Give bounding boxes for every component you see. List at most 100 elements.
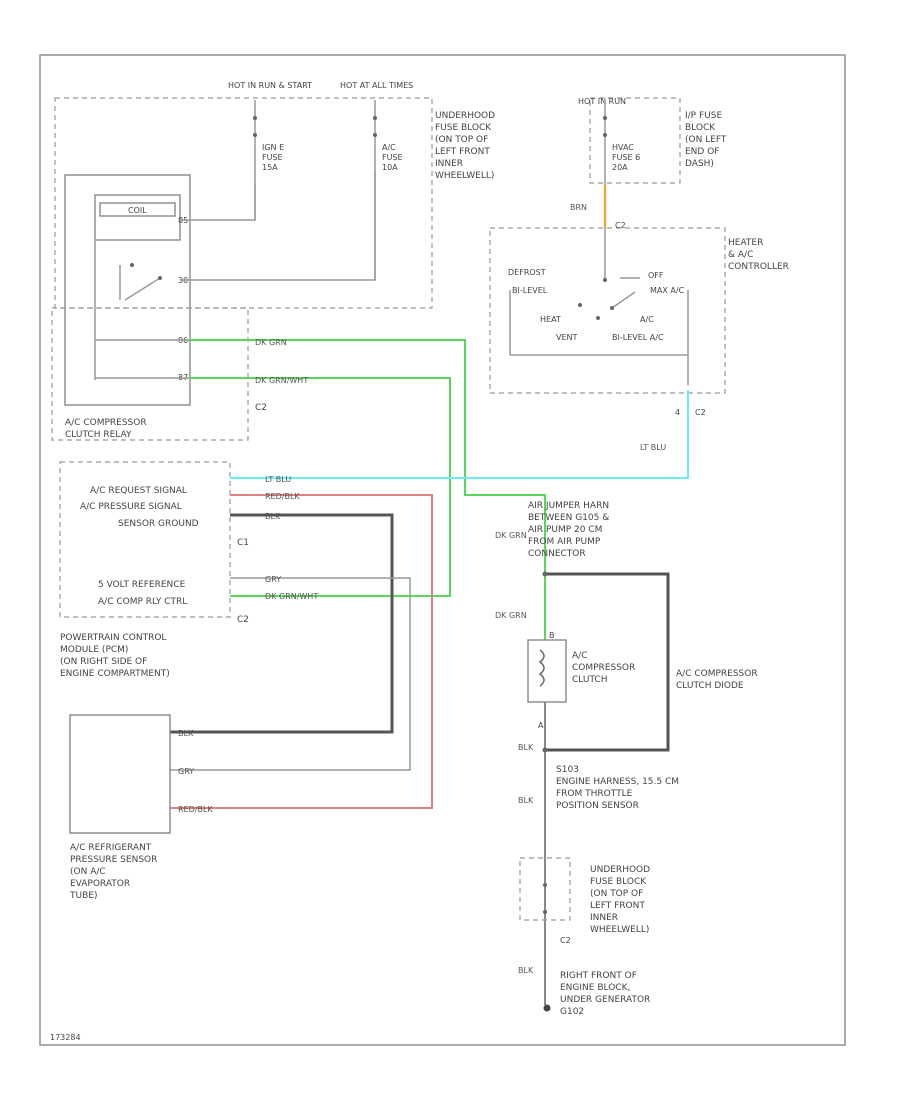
- gnd-loc-line2: ENGINE BLOCK,: [560, 983, 630, 993]
- wire-label-redblk-sensor: RED/BLK: [178, 805, 213, 814]
- heater-label-line1: HEATER: [728, 238, 763, 248]
- heater-pos-ac: A/C: [640, 315, 654, 324]
- relay-dashed-area: [51, 307, 249, 441]
- wire-label-redblk-pcm: RED/BLK: [265, 492, 300, 501]
- wire-label-gry-sensor: GRY: [178, 767, 194, 776]
- heater-pos-off: OFF: [648, 271, 664, 280]
- fuse-ac-line1: A/C: [382, 143, 396, 152]
- pcm-signal-pressure: A/C PRESSURE SIGNAL: [80, 502, 182, 512]
- ip-fuse-line5: DASH): [685, 159, 714, 169]
- sensor-label-line4: EVAPORATOR: [70, 879, 130, 889]
- clutch-pin-a: A: [538, 721, 544, 730]
- underhood-top-line3: (ON TOP OF: [435, 135, 488, 145]
- diagram-id: 173284: [50, 1033, 81, 1042]
- heater-pos-bilevel-ac: BI-LEVEL A/C: [612, 333, 664, 342]
- heater-pos-bilevel: BI-LEVEL: [512, 286, 548, 295]
- wire-label-dkgrn-lower: DK GRN: [495, 611, 527, 620]
- pcm-label-line4: ENGINE COMPARTMENT): [60, 669, 170, 679]
- jumper-line5: CONNECTOR: [528, 549, 586, 559]
- s103-line3: FROM THROTTLE: [556, 789, 633, 799]
- hot-at-all-times-label: HOT AT ALL TIMES: [340, 81, 413, 90]
- wire-label-dkgrn-upper: DK GRN: [495, 531, 527, 540]
- wire-dk-grn: [190, 339, 546, 640]
- wire-gry: [170, 577, 411, 771]
- wire-label-blk-3: BLK: [518, 966, 534, 975]
- pcm-conn-c2: C2: [237, 615, 249, 625]
- heater-pos-vent: VENT: [556, 333, 578, 342]
- clutch-coil-symbol: [538, 649, 545, 687]
- fuse-ign-line2: FUSE: [262, 153, 283, 162]
- gnd-loc-line1: RIGHT FRONT OF: [560, 971, 637, 981]
- pcm-label-line3: (ON RIGHT SIDE OF: [60, 657, 147, 667]
- wire-label-dkgrn-wht-pcm: DK GRN/WHT: [265, 592, 318, 601]
- fuse-hvac-line2: FUSE 6: [612, 153, 640, 162]
- relay-label-line1: A/C COMPRESSOR: [65, 418, 147, 428]
- heater-pin-out: 4: [675, 408, 680, 417]
- gnd-loc-line3: UNDER GENERATOR: [560, 995, 650, 1005]
- fuse-hvac-line1: HVAC: [612, 143, 634, 152]
- jumper-line2: BETWEEN G105 &: [528, 513, 609, 523]
- wire-label-blk-1: BLK: [518, 743, 534, 752]
- heater-switch-blade: [611, 291, 636, 309]
- ip-fuse-line2: BLOCK: [685, 123, 716, 133]
- wire-label-gry-pcm: GRY: [265, 575, 281, 584]
- fuse-ac-line2: FUSE: [382, 153, 403, 162]
- sensor-label-line3: (ON A/C: [70, 867, 106, 877]
- relay-coil-label: COIL: [128, 206, 147, 215]
- wire-label-blk-pcm: BLK: [265, 512, 281, 521]
- wire-label-blk-2: BLK: [518, 796, 534, 805]
- fuse-ign-line3: 15A: [262, 163, 278, 172]
- ip-fuse-line4: END OF: [685, 147, 719, 157]
- heater-ac-controller: [489, 227, 726, 394]
- gnd-underhood-line5: INNER: [590, 913, 618, 923]
- ip-fuse-block: [589, 97, 681, 184]
- underhood-top-line2: FUSE BLOCK: [435, 123, 492, 133]
- clutch-label-line2: COMPRESSOR: [572, 663, 635, 673]
- wire-label-ltblu-pcm: LT BLU: [265, 475, 291, 484]
- heater-conn-out: C2: [695, 408, 706, 417]
- pcm-signal-ground: SENSOR GROUND: [118, 519, 199, 529]
- diagram-frame: [39, 54, 846, 1046]
- underhood-top-line6: WHEELWELL): [435, 171, 494, 181]
- heater-label-line2: & A/C: [728, 250, 753, 260]
- sensor-label-line1: A/C REFRIGERANT: [70, 843, 152, 853]
- gnd-underhood-line1: UNDERHOOD: [590, 865, 650, 875]
- wire-label-dkgrn-relay: DK GRN: [255, 338, 287, 347]
- underhood-fuse-block-bottom: [519, 857, 571, 921]
- wire-label-dkgrn-wht: DK GRN/WHT: [255, 376, 308, 385]
- pcm-label-line1: POWERTRAIN CONTROL: [60, 633, 166, 643]
- clutch-label-line3: CLUTCH: [572, 675, 607, 685]
- underhood-top-line5: INNER: [435, 159, 463, 169]
- s103-line4: POSITION SENSOR: [556, 801, 639, 811]
- jumper-line4: FROM AIR PUMP: [528, 537, 601, 547]
- fuse-ign-line1: IGN E: [262, 143, 284, 152]
- gnd-conn-c2: C2: [560, 936, 571, 945]
- sensor-label-line5: TUBE): [69, 891, 97, 901]
- fuse-ac-line3: 10A: [382, 163, 398, 172]
- relay-coil-frame: [94, 194, 181, 241]
- pressure-sensor: [69, 714, 171, 834]
- wire-lt-blu: [230, 390, 689, 479]
- diode-label-line2: CLUTCH DIODE: [676, 681, 744, 691]
- pcm-label-line2: MODULE (PCM): [60, 645, 128, 655]
- heater-label-line3: CONTROLLER: [728, 262, 789, 272]
- hot-in-run-label: HOT IN RUN: [578, 97, 626, 106]
- wire-dk-grn-wht: [190, 377, 451, 597]
- gnd-underhood-line3: (ON TOP OF: [590, 889, 643, 899]
- gnd-underhood-line6: WHEELWELL): [590, 925, 649, 935]
- wire-diode-loop: [545, 572, 670, 752]
- ip-fuse-line3: (ON LEFT: [685, 135, 727, 145]
- wire-label-ltblu-right: LT BLU: [640, 443, 666, 452]
- s103-line1: S103: [556, 765, 579, 775]
- wire-label-brn: BRN: [570, 203, 587, 212]
- jumper-line1: AIR JUMPER HARN: [528, 501, 609, 511]
- clutch-pin-b: B: [549, 631, 555, 640]
- hot-run-start-label: HOT IN RUN & START: [228, 81, 312, 90]
- wire-label-blk-sensor: BLK: [178, 729, 194, 738]
- gnd-underhood-line4: LEFT FRONT: [590, 901, 645, 911]
- heater-pos-defrost: DEFROST: [508, 268, 546, 277]
- gnd-loc-line4: G102: [560, 1007, 584, 1017]
- relay-box: [64, 174, 191, 406]
- heater-pos-max-ac: MAX A/C: [650, 286, 685, 295]
